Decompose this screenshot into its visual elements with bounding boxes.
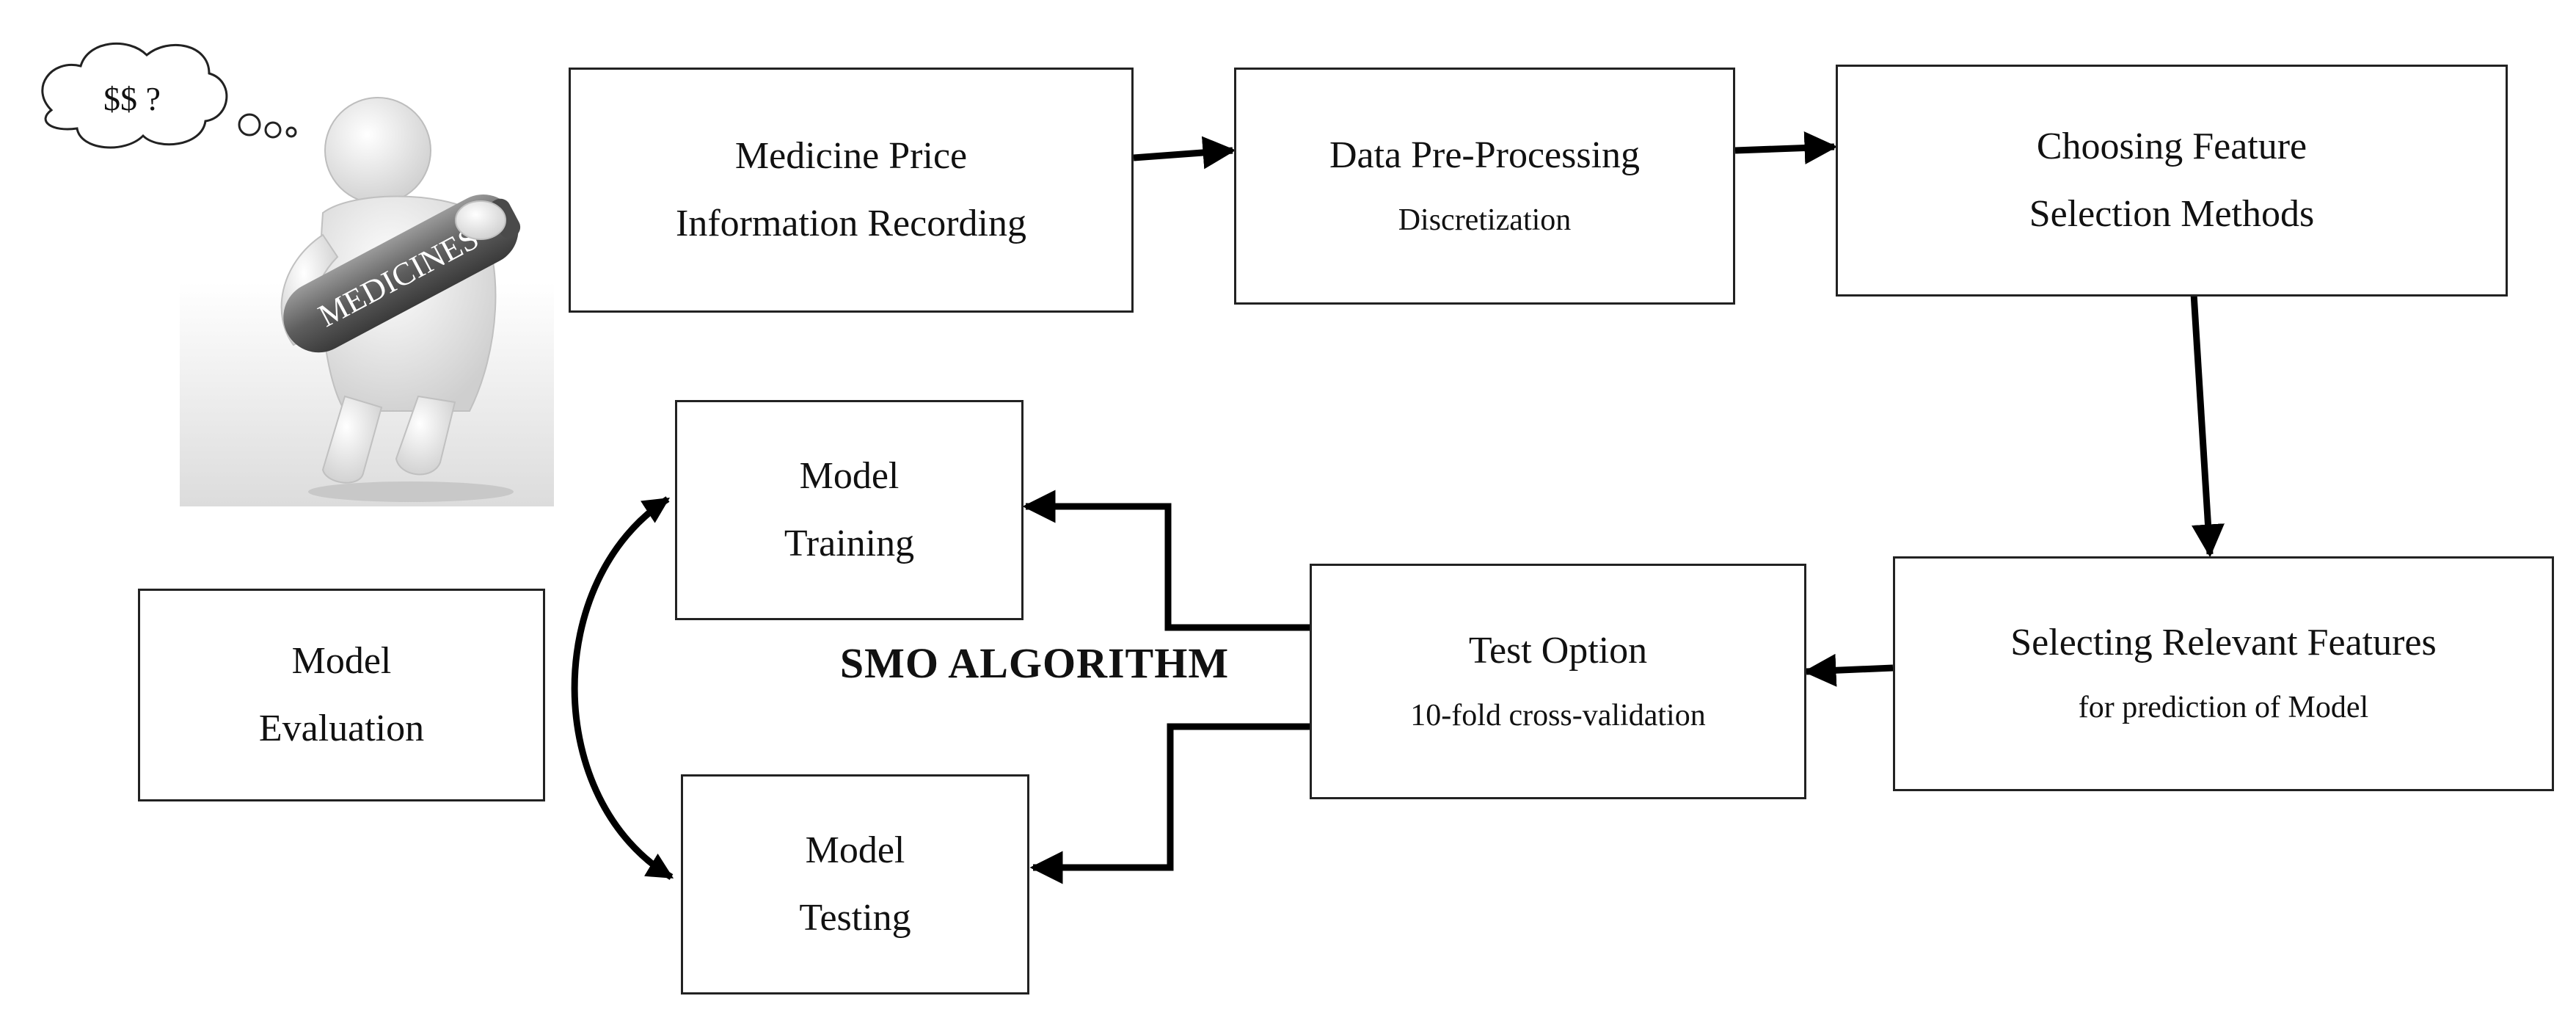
arrow-training-testing-bidirectional — [571, 496, 674, 880]
arrow-feature-methods-to-relevant — [2190, 293, 2225, 558]
thought-bubble: $$ ? — [41, 42, 297, 149]
medicine-figure-illustration: $$ ? MEDICINES — [41, 42, 554, 506]
arrow-relevant-to-test-option — [1803, 653, 1894, 687]
step-label-line2: Testing — [799, 897, 911, 939]
step-label-line1: Model — [799, 455, 900, 497]
step-selecting-relevant-features: Selecting Relevant Features for predicti… — [1893, 556, 2554, 791]
step-title: Selecting Relevant Features — [2010, 622, 2437, 663]
step-title: Test Option — [1468, 629, 1648, 672]
step-model-testing: Model Testing — [681, 774, 1029, 995]
step-label-line2: Information Recording — [676, 203, 1026, 244]
step-label-line1: Model — [291, 640, 392, 682]
step-title: Data Pre-Processing — [1329, 134, 1641, 176]
step-label-line1: Medicine Price — [734, 135, 968, 177]
step-choosing-feature-selection: Choosing Feature Selection Methods — [1836, 65, 2508, 297]
arrow-test-option-to-training — [1022, 490, 1310, 631]
step-label-line2: Training — [784, 523, 915, 564]
step-medicine-price-recording: Medicine Price Information Recording — [569, 68, 1134, 313]
step-model-training: Model Training — [675, 400, 1024, 620]
arrow-recording-to-preprocessing — [1133, 136, 1236, 170]
step-label-line2: Selection Methods — [2029, 193, 2315, 235]
step-data-preprocessing: Data Pre-Processing Discretization — [1234, 68, 1735, 305]
step-subtitle: Discretization — [1398, 203, 1572, 237]
arrow-preprocessing-to-feature-methods — [1734, 131, 1838, 164]
step-label-line1: Choosing Feature — [2036, 126, 2307, 167]
arrow-test-option-to-testing — [1029, 723, 1310, 884]
step-label-line2: Evaluation — [258, 708, 425, 749]
step-model-evaluation: Model Evaluation — [138, 589, 545, 801]
step-label-line1: Model — [805, 829, 905, 871]
step-subtitle: 10-fold cross-validation — [1410, 698, 1706, 732]
algorithm-label: SMO ALGORITHM — [839, 639, 1230, 687]
step-subtitle: for prediction of Model — [2078, 691, 2369, 724]
step-test-option: Test Option 10-fold cross-validation — [1310, 564, 1806, 799]
thought-bubble-text: $$ ? — [103, 80, 161, 117]
